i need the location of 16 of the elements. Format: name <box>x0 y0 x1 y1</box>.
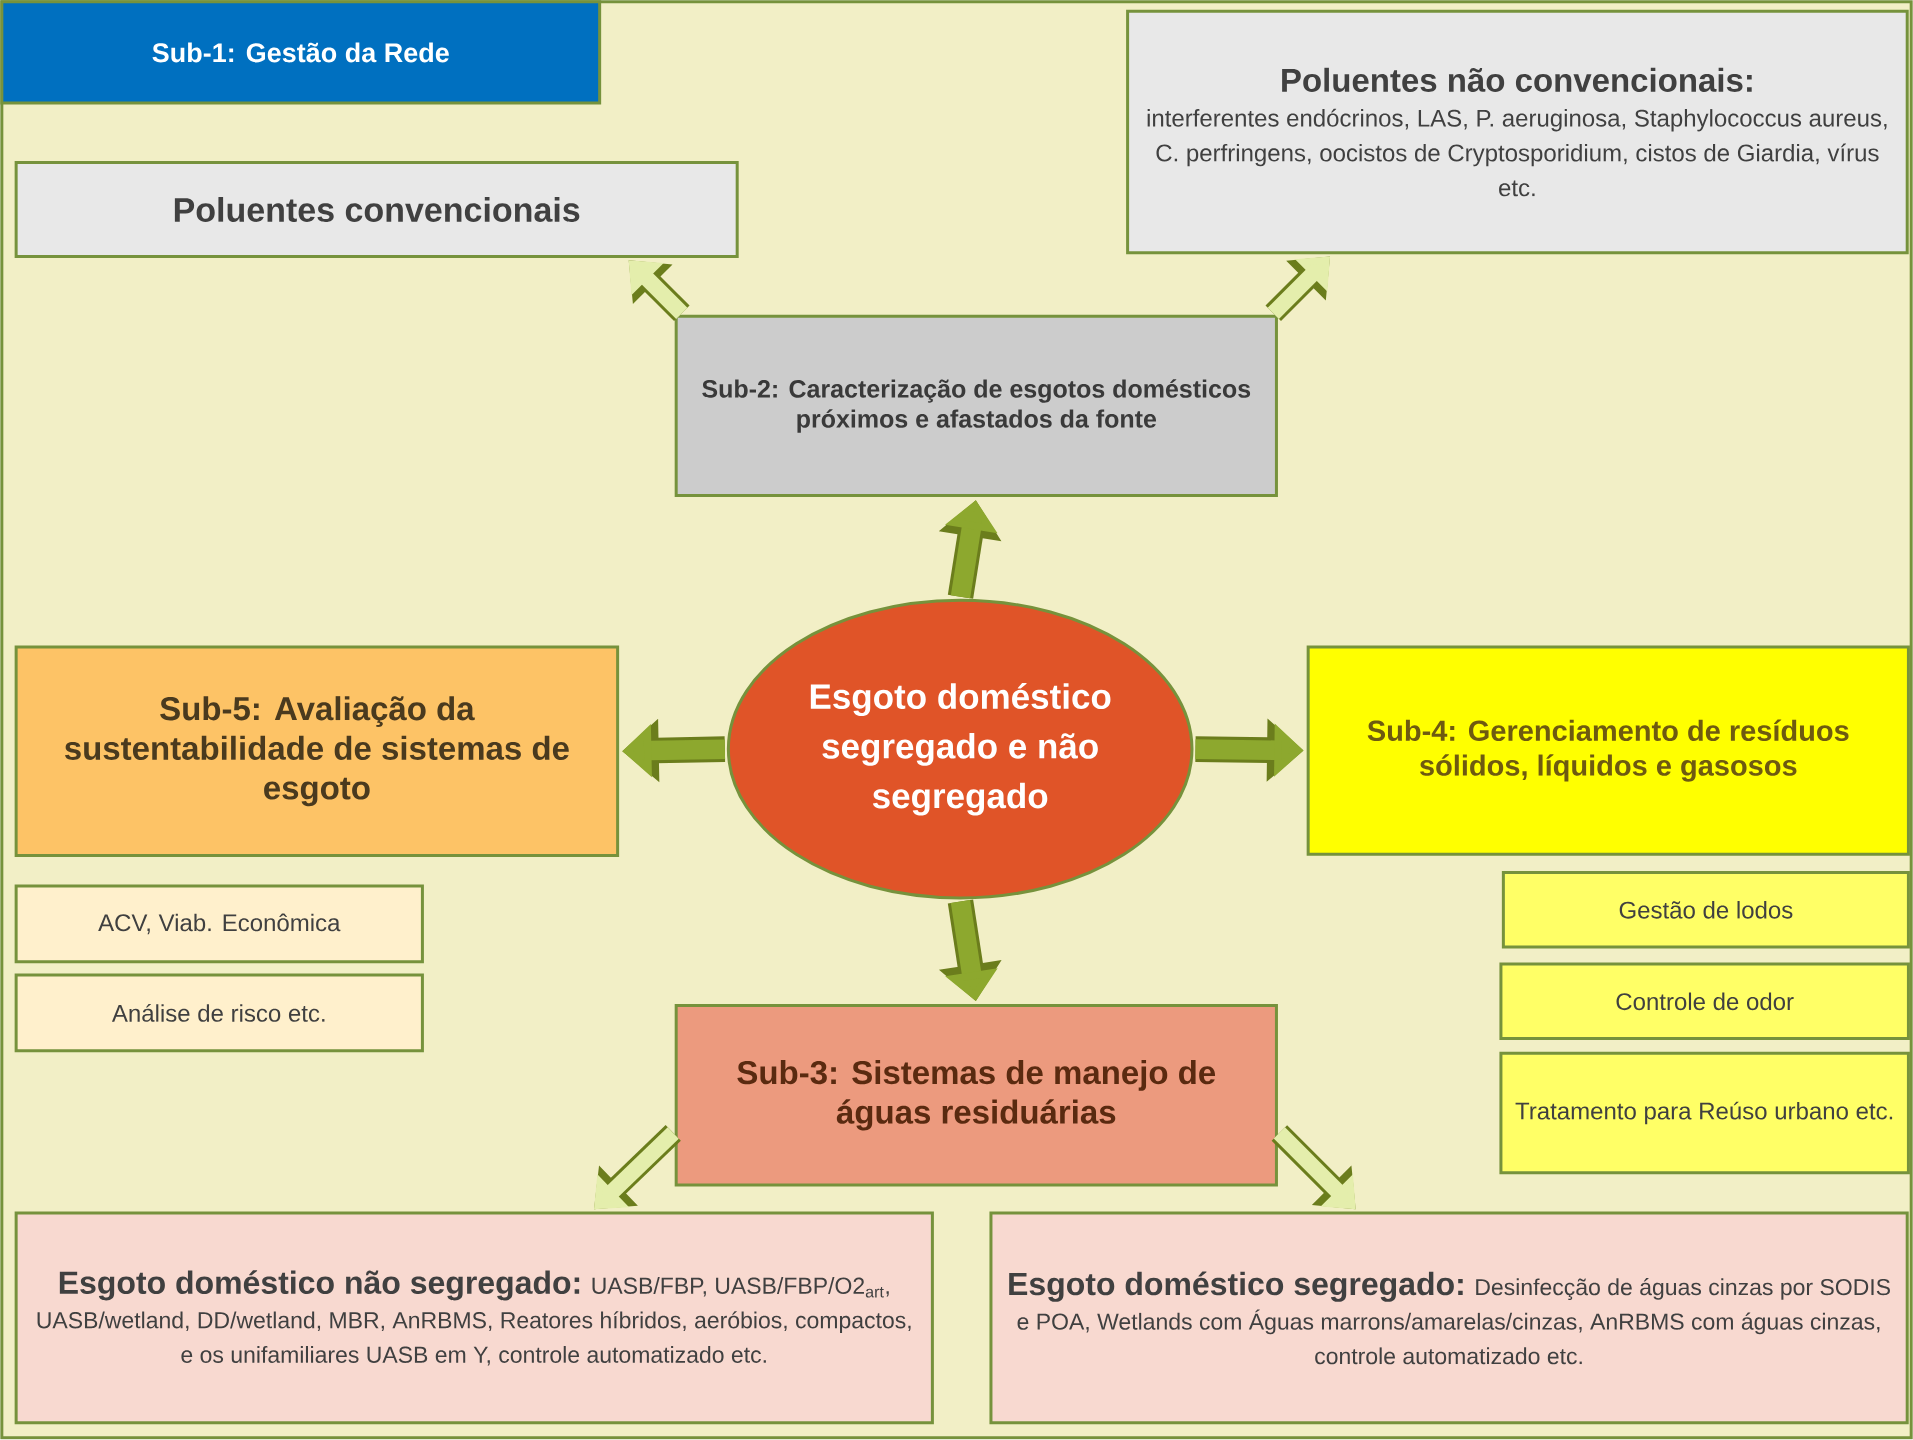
item-box: Tratamento para Reúso urbano etc. <box>1499 1051 1910 1175</box>
process-box: Sub-5: Avaliação da sustentabilidade de sistemas de esgoto <box>14 645 620 858</box>
category-box: Poluentes convencionais <box>14 161 739 259</box>
description-box: Esgoto doméstico segregado: Desinfecção de águas cinzas por SODIS e POA, Wetlands com Águas marrons/amarelas/cinzas, AnRBMS com águas cinzas, controle automatizado etc. <box>989 1211 1909 1425</box>
item-box: Gestão de lodos <box>1501 871 1910 949</box>
item-box: ACV, Viab. Econômica <box>14 884 424 964</box>
category-box: Poluentes não convencionais: interferentes endócrinos, LAS, P. aeruginosa, Staphylococcus aureus, C. perfringens, oocistos de Cryptosporidium, cistos de Giardia, vírus etc. <box>1126 9 1909 255</box>
process-box: Sub-2: Caracterização de esgotos domésticos próximos e afastados da fonte <box>674 314 1278 498</box>
block-arrow <box>594 1125 681 1210</box>
block-arrow <box>1271 1125 1356 1210</box>
description-box: Esgoto doméstico não segregado: UASB/FBP, UASB/FBP/O2$_{art}$, UASB/wetland, DD/wetland, MBR, AnRBMS, Reatores híbridos, aeróbios, compactos, e os unifamiliares UASB em Y, controle automatizado etc. <box>14 1211 934 1425</box>
block-arrow <box>628 260 690 322</box>
item-box: Análise de risco etc. <box>14 973 424 1053</box>
item-box: Controle de odor <box>1499 962 1910 1041</box>
process-box: Sub-3: Sistemas de manejo de águas residuárias <box>674 1004 1278 1187</box>
process-box: Sub-4: Gerenciamento de resíduos sólidos, líquidos e gasosos <box>1306 645 1910 856</box>
